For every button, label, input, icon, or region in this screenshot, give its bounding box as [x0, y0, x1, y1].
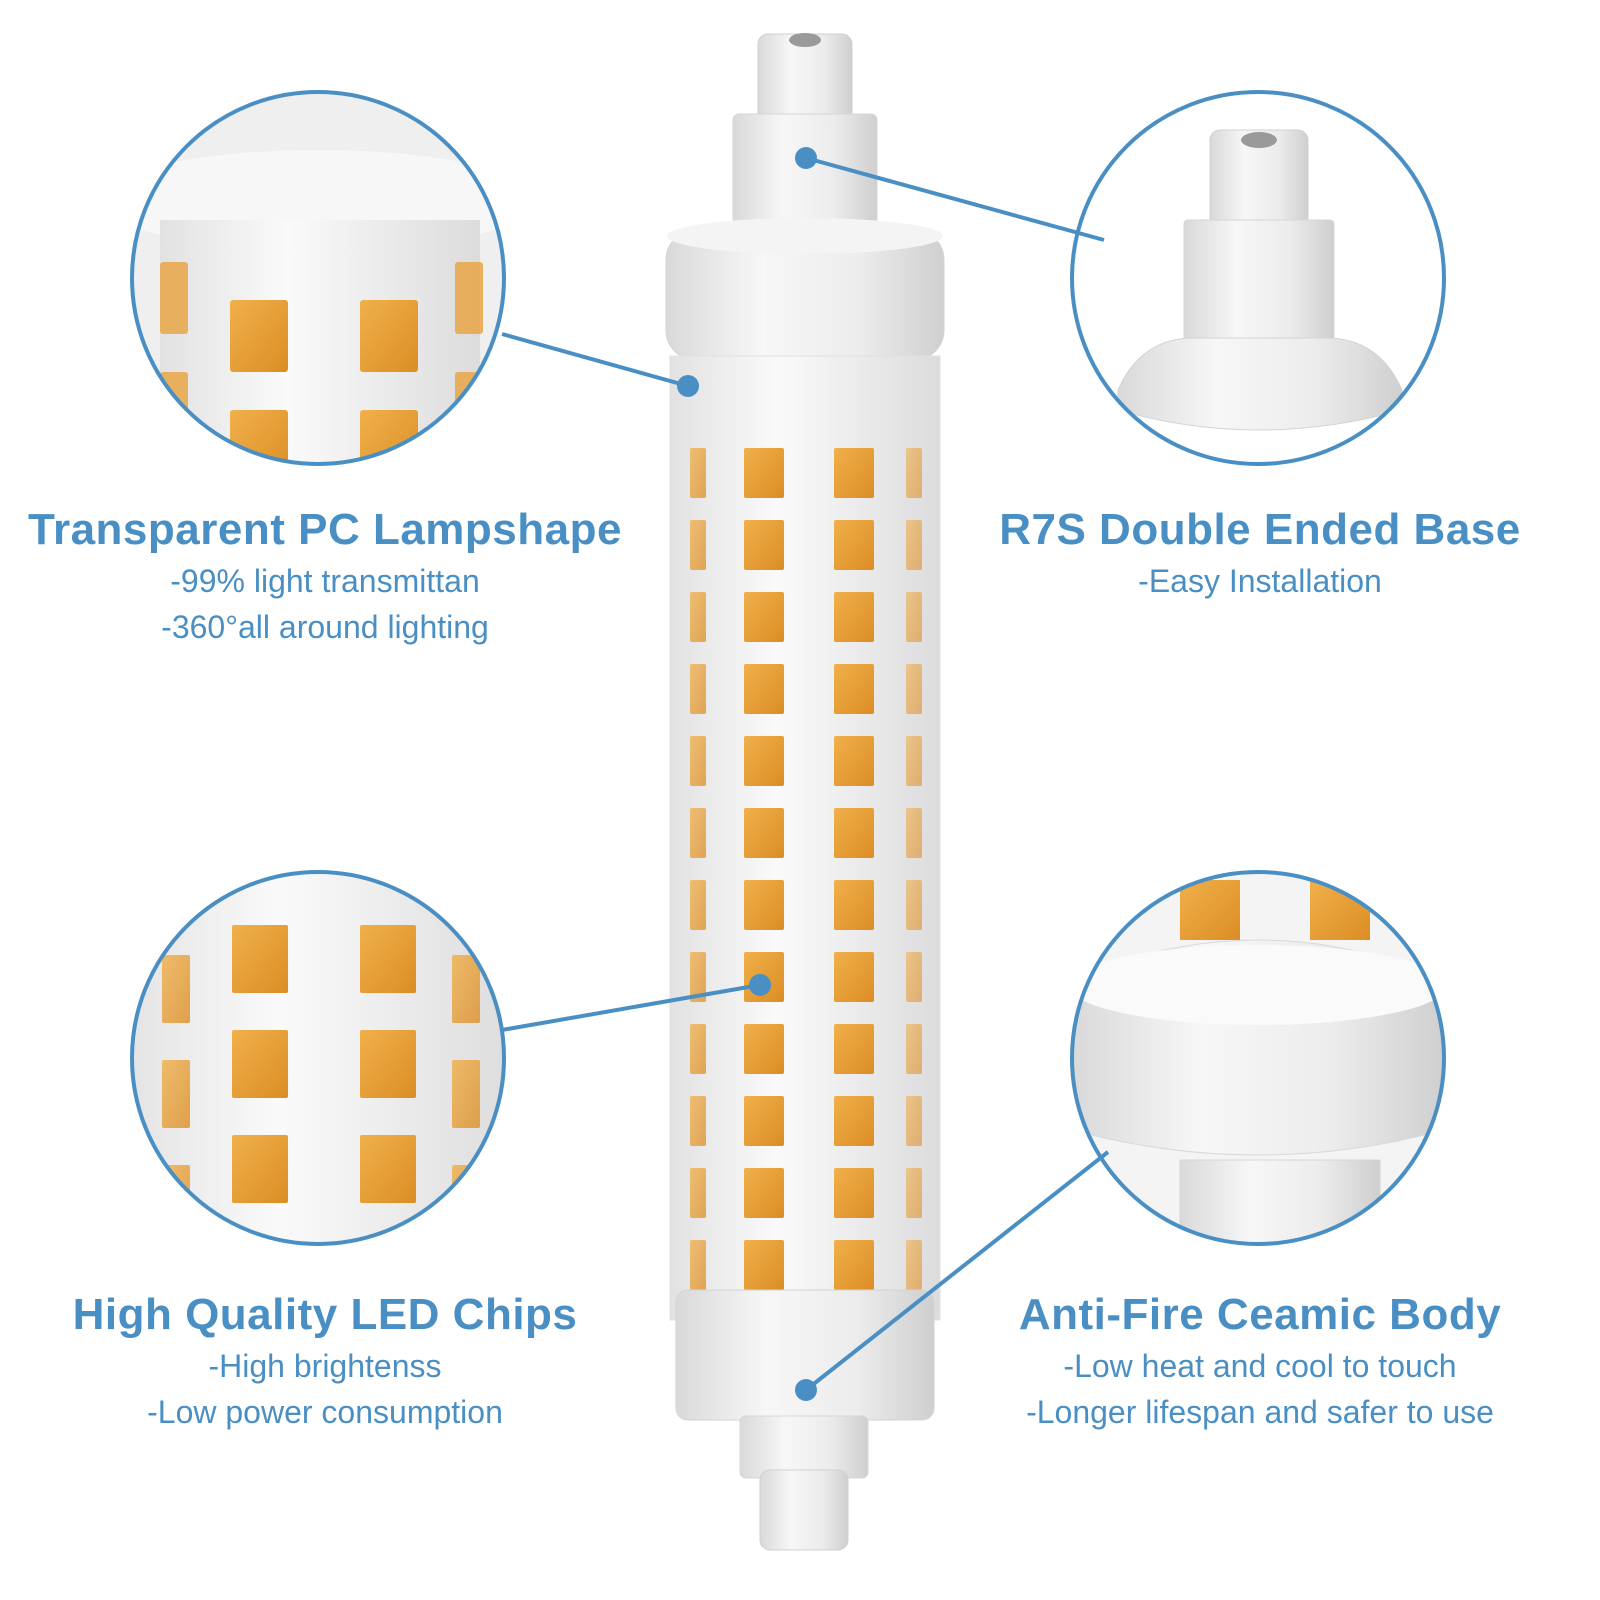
led-chip	[690, 952, 706, 1002]
led-chip	[906, 808, 922, 858]
led-chip	[906, 520, 922, 570]
led-chip	[232, 1030, 288, 1098]
led-chip	[906, 1096, 922, 1146]
callout-title: Transparent PC Lampshape	[28, 505, 622, 554]
connector-dot-ceramic	[795, 1379, 817, 1401]
led-chip	[834, 880, 874, 930]
led-chip	[744, 1240, 784, 1290]
led-chip	[834, 1096, 874, 1146]
led-chip	[690, 520, 706, 570]
led-chip	[162, 955, 190, 1023]
led-chip	[690, 880, 706, 930]
connector-line-lampshade	[501, 332, 689, 388]
led-chip	[690, 592, 706, 642]
callout-title: R7S Double Ended Base	[999, 505, 1521, 554]
led-chip	[360, 925, 416, 993]
callout-line: -Easy Installation	[1138, 563, 1382, 599]
callout-line: -360°all around lighting	[161, 609, 489, 645]
led-chip	[452, 1060, 480, 1128]
led-chip	[834, 736, 874, 786]
led-chip	[744, 808, 784, 858]
led-chip	[744, 1096, 784, 1146]
led-chip	[834, 952, 874, 1002]
callout-title: High Quality LED Chips	[72, 1290, 578, 1339]
connector-line-ceramic	[804, 1150, 1110, 1392]
led-chip	[744, 448, 784, 498]
led-chip	[906, 1240, 922, 1290]
callout-transparent-lampshade: Transparent PC Lampshape -99% light tran…	[0, 505, 650, 647]
connector-dot-chips	[749, 974, 771, 996]
led-chip	[834, 520, 874, 570]
led-chip	[906, 448, 922, 498]
led-chip	[744, 1168, 784, 1218]
led-chip	[906, 1168, 922, 1218]
callout-led-chips: High Quality LED Chips -High brightenss …	[0, 1290, 650, 1432]
led-chip	[834, 808, 874, 858]
led-chip	[452, 1165, 480, 1233]
led-chip	[834, 448, 874, 498]
led-chip	[834, 1168, 874, 1218]
led-chip	[232, 1135, 288, 1203]
led-chip	[906, 736, 922, 786]
callout-title: Anti-Fire Ceamic Body	[1018, 1290, 1502, 1339]
led-chip	[690, 1168, 706, 1218]
zoom-lens-ceramic	[1070, 870, 1446, 1246]
callout-line: -99% light transmittan	[170, 563, 480, 599]
led-chip	[906, 664, 922, 714]
led-chip	[690, 736, 706, 786]
zoom-lens-base	[1070, 90, 1446, 466]
led-chip	[690, 808, 706, 858]
led-chip	[906, 1024, 922, 1074]
led-chip	[690, 448, 706, 498]
zoom-lens-lampshade	[130, 90, 506, 466]
zoom-lens-chips	[130, 870, 506, 1246]
led-chip	[906, 952, 922, 1002]
led-chip	[744, 520, 784, 570]
led-chip	[744, 664, 784, 714]
led-chip	[744, 880, 784, 930]
callout-line: -High brightenss	[208, 1348, 442, 1384]
led-chip	[744, 736, 784, 786]
connector-line-base	[805, 156, 1105, 242]
led-chip	[744, 592, 784, 642]
connector-dot-lampshade	[677, 375, 699, 397]
led-chip	[232, 925, 288, 993]
led-chip	[906, 592, 922, 642]
led-chip	[906, 880, 922, 930]
led-chip	[834, 664, 874, 714]
led-chip	[834, 1240, 874, 1290]
led-chip	[690, 1024, 706, 1074]
led-chip	[690, 1240, 706, 1290]
connector-line-chips	[501, 983, 761, 1032]
callout-r7s-base: R7S Double Ended Base -Easy Installation	[960, 505, 1560, 601]
callout-line: -Low power consumption	[147, 1394, 503, 1430]
led-chip	[690, 1096, 706, 1146]
callout-ceramic-body: Anti-Fire Ceamic Body -Low heat and cool…	[960, 1290, 1560, 1432]
callout-connectors	[501, 147, 1110, 1401]
led-chip	[744, 1024, 784, 1074]
led-chip	[452, 955, 480, 1023]
led-chip	[162, 1060, 190, 1128]
callout-line: -Longer lifespan and safer to use	[1026, 1394, 1494, 1430]
led-chip	[360, 1135, 416, 1203]
led-chip	[690, 664, 706, 714]
led-bulb-illustration	[665, 33, 945, 1551]
connector-dot-base	[795, 147, 817, 169]
led-chip	[834, 1024, 874, 1074]
led-chip	[834, 592, 874, 642]
led-chip	[360, 1030, 416, 1098]
callout-line: -Low heat and cool to touch	[1063, 1348, 1457, 1384]
